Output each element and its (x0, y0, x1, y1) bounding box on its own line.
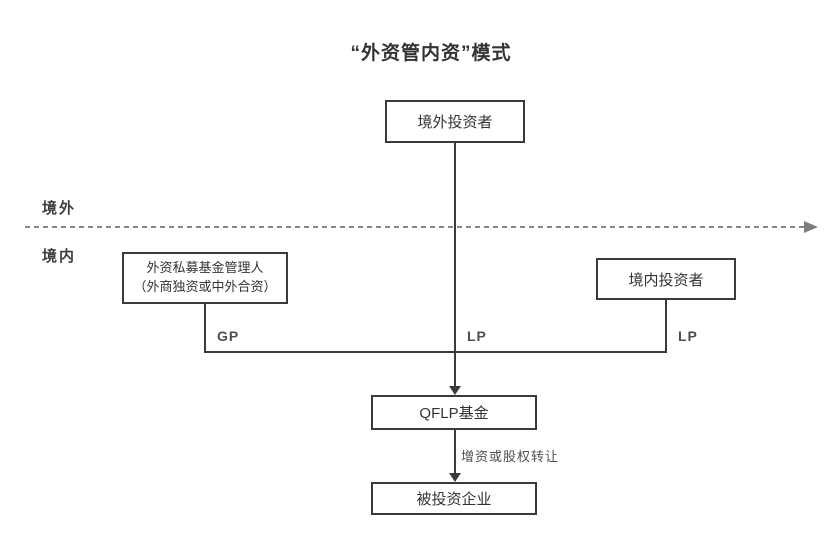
node-investee-enterprise-label: 被投资企业 (416, 491, 492, 508)
node-qflp-fund-label: QFLP基金 (419, 405, 489, 422)
connector-horizontal-bus (204, 351, 667, 353)
arrow-down-icon (449, 386, 461, 395)
arrow-right-icon (804, 221, 818, 233)
node-foreign-fund-manager: 外资私募基金管理人 （外商独资或中外合资） (122, 252, 288, 304)
diagram-title: “外资管内资”模式 (350, 43, 512, 64)
node-foreign-fund-manager-label-line2: （外商独资或中外合资） (133, 279, 277, 294)
node-overseas-investor-label: 境外投资者 (417, 114, 493, 131)
border-dashed-line (25, 226, 805, 228)
connector-fund-manager-down (204, 303, 206, 353)
connector-domestic-investor-down (665, 299, 667, 353)
node-investee-enterprise: 被投资企业 (371, 482, 537, 515)
region-label-domestic: 境内 (42, 248, 77, 265)
connector-qflp-to-investee (454, 429, 456, 476)
region-label-overseas: 境外 (42, 200, 77, 217)
edge-label-gp: GP (217, 328, 240, 344)
node-overseas-investor: 境外投资者 (385, 100, 525, 143)
edge-label-lp-right: LP (678, 328, 698, 344)
node-domestic-investor-label: 境内投资者 (628, 271, 704, 289)
connector-overseas-investor-to-qflp (454, 142, 456, 386)
node-foreign-fund-manager-label-line1: 外资私募基金管理人 (146, 260, 264, 276)
node-qflp-fund: QFLP基金 (371, 395, 537, 430)
arrow-down-icon (449, 473, 461, 482)
node-domestic-investor: 境内投资者 (596, 258, 736, 300)
edge-label-investment: 增资或股权转让 (461, 449, 560, 464)
edge-label-lp-center: LP (467, 328, 487, 344)
